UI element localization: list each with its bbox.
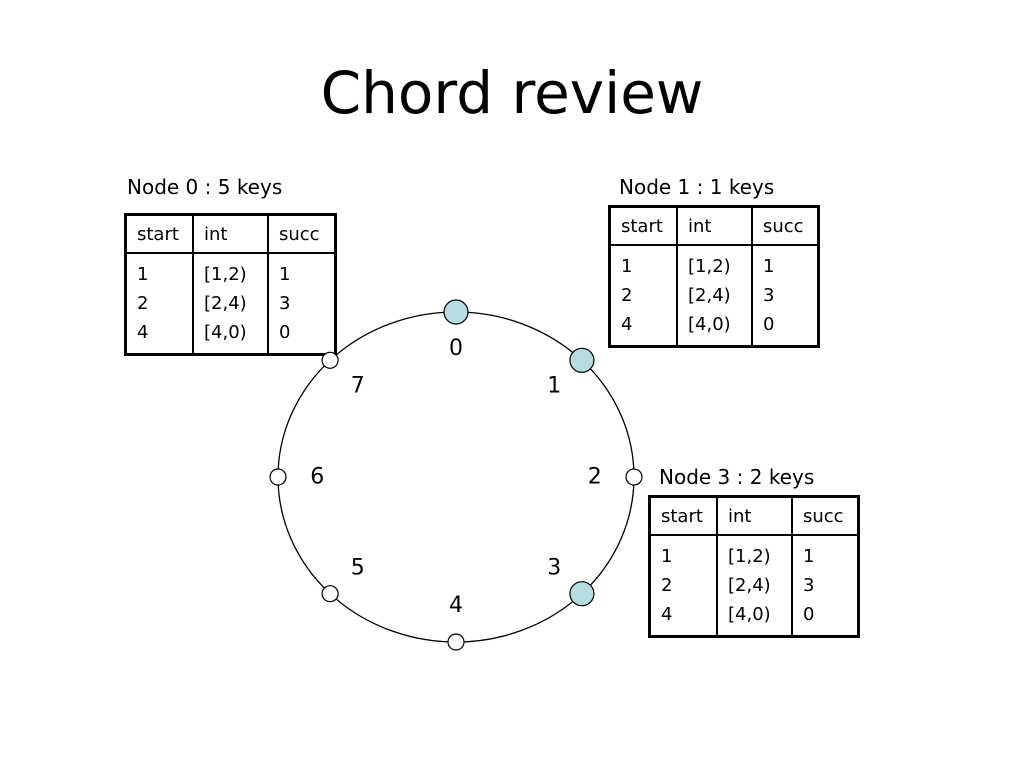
ring-node-3 xyxy=(569,581,595,607)
cell-int: [2,4) xyxy=(716,571,792,600)
header-start: start xyxy=(125,214,193,254)
header-succ: succ xyxy=(751,206,819,246)
table-row: 4 [4,0) 0 xyxy=(126,318,336,355)
ring-node-2 xyxy=(625,468,643,486)
ring-label-2: 2 xyxy=(588,465,602,490)
cell-start: 1 xyxy=(137,264,149,285)
ring-node-4 xyxy=(447,633,465,651)
cell-succ: 0 xyxy=(751,310,819,347)
header-int: int xyxy=(676,206,752,246)
header-start: start xyxy=(609,206,677,246)
cell-int: [4,0) xyxy=(716,600,792,637)
cell-int: [4,0) xyxy=(676,310,752,347)
header-start: start xyxy=(649,496,717,536)
cell-start: 1 xyxy=(621,256,633,277)
ring-nodes xyxy=(269,299,643,651)
header-int: int xyxy=(716,496,792,536)
ring-label-3: 3 xyxy=(547,556,561,581)
table-row: 2 [2,4) 3 xyxy=(126,289,336,318)
cell-start: 2 xyxy=(137,293,149,314)
header-int: int xyxy=(192,214,268,254)
header-succ: succ xyxy=(791,496,859,536)
cell-int: [4,0) xyxy=(192,318,268,355)
table-row: 4 [4,0) 0 xyxy=(610,310,819,347)
ring-node-1 xyxy=(569,347,595,373)
node-3-finger-table: start int succ 1 [1,2) 1 2 [2,4) 3 4 [4,… xyxy=(648,495,860,638)
ring-node-7 xyxy=(321,351,339,369)
table-row: 1 [1,2) 1 xyxy=(126,253,336,289)
cell-int: [1,2) xyxy=(192,253,268,289)
node-3-caption: Node 3 : 2 keys xyxy=(659,465,815,489)
table-row: 1 [1,2) 1 xyxy=(650,535,859,571)
table-row: 1 [1,2) 1 xyxy=(610,245,819,281)
ring-label-7: 7 xyxy=(351,374,365,399)
node-1-finger-table: start int succ 1 [1,2) 1 2 [2,4) 3 4 [4,… xyxy=(608,205,820,348)
table-row: 4 [4,0) 0 xyxy=(650,600,859,637)
cell-succ: 3 xyxy=(751,281,819,310)
ring-label-4: 4 xyxy=(449,593,463,618)
cell-int: [1,2) xyxy=(676,245,752,281)
ring-label-0: 0 xyxy=(449,336,463,361)
table-row: 2 [2,4) 3 xyxy=(610,281,819,310)
node-1-caption: Node 1 : 1 keys xyxy=(619,175,775,199)
cell-succ: 3 xyxy=(267,289,336,318)
ring-node-0 xyxy=(443,299,469,325)
cell-succ: 0 xyxy=(267,318,336,355)
table-row: 2 [2,4) 3 xyxy=(650,571,859,600)
node-0-finger-table: start int succ 1 [1,2) 1 2 [2,4) 3 4 [4,… xyxy=(124,213,337,356)
cell-start: 4 xyxy=(661,604,673,625)
cell-succ: 1 xyxy=(751,245,819,281)
header-succ: succ xyxy=(267,214,336,254)
cell-start: 4 xyxy=(137,322,149,343)
cell-succ: 1 xyxy=(267,253,336,289)
node-0-caption: Node 0 : 5 keys xyxy=(127,175,283,199)
cell-start: 1 xyxy=(661,546,673,567)
cell-int: [2,4) xyxy=(676,281,752,310)
ring-label-1: 1 xyxy=(547,374,561,399)
ring-node-6 xyxy=(269,468,287,486)
slide-title: Chord review xyxy=(320,59,704,127)
ring-node-5 xyxy=(321,585,339,603)
cell-succ: 3 xyxy=(791,571,859,600)
cell-start: 4 xyxy=(621,314,633,335)
cell-int: [2,4) xyxy=(192,289,268,318)
cell-start: 2 xyxy=(621,285,633,306)
ring-label-6: 6 xyxy=(310,465,324,490)
cell-succ: 1 xyxy=(791,535,859,571)
ring-labels: 0 1 2 3 4 5 6 7 xyxy=(310,336,602,618)
ring-label-5: 5 xyxy=(351,556,365,581)
cell-int: [1,2) xyxy=(716,535,792,571)
cell-succ: 0 xyxy=(791,600,859,637)
cell-start: 2 xyxy=(661,575,673,596)
